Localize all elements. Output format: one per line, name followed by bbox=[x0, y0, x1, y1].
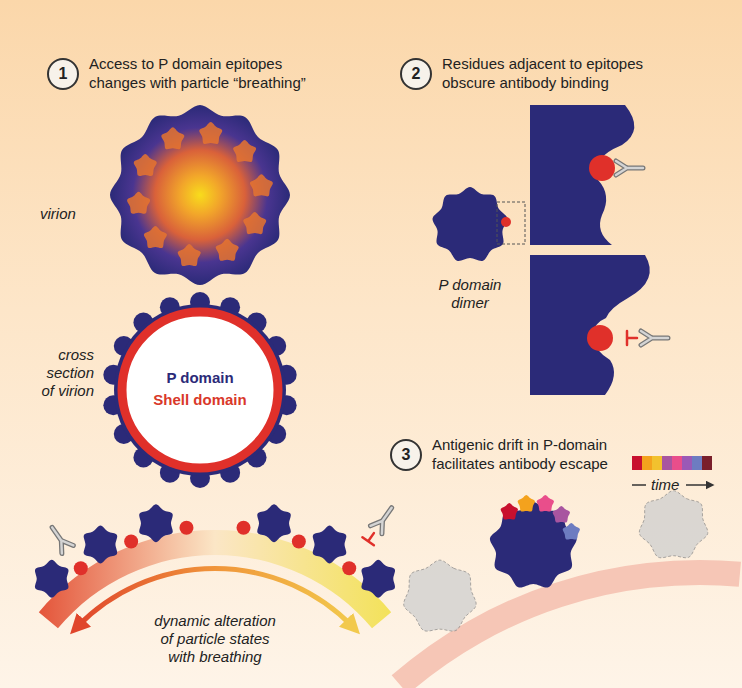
time-color-bar bbox=[632, 456, 712, 470]
p-domain-zoom bbox=[530, 255, 650, 395]
past-p-domain bbox=[639, 491, 708, 558]
step-title: Residues adjacent to epitopes obscure an… bbox=[442, 55, 667, 92]
epitope bbox=[124, 535, 138, 549]
past-p-domain bbox=[404, 560, 476, 631]
epitope bbox=[74, 561, 88, 575]
p-domain-patch bbox=[243, 212, 266, 234]
time-color-cell bbox=[632, 456, 642, 470]
drift-mutation bbox=[563, 523, 580, 540]
time-arrow-tail bbox=[632, 484, 646, 486]
drift-mutation bbox=[537, 495, 554, 512]
figure-label: dynamic alteration of particle states wi… bbox=[151, 612, 279, 666]
p-domain-dimer bbox=[257, 504, 291, 542]
current-p-domain bbox=[490, 495, 580, 588]
antibody-body bbox=[370, 504, 397, 534]
p-domain-dimer bbox=[313, 526, 347, 564]
figure-label: virion bbox=[40, 205, 76, 223]
step-title: Access to P domain epitopes changes with… bbox=[89, 55, 324, 92]
epitope bbox=[587, 325, 613, 351]
step-heading: 3 Antigenic drift in P-domain facilitates… bbox=[390, 436, 657, 473]
figure-label: cross section of virion bbox=[34, 346, 94, 400]
p-domain-dimer bbox=[84, 526, 118, 564]
inhibition-bar bbox=[627, 331, 637, 345]
time-color-cell bbox=[662, 456, 672, 470]
epitope bbox=[292, 535, 306, 549]
step-title: Antigenic drift in P-domain facilitates … bbox=[432, 436, 657, 473]
time-color-cell bbox=[672, 456, 682, 470]
p-domain-patch bbox=[161, 127, 184, 149]
p-domain-layer bbox=[114, 304, 286, 476]
time-color-cell bbox=[682, 456, 692, 470]
inhibition-bar bbox=[362, 529, 379, 545]
p-domain-dimer bbox=[139, 504, 173, 542]
cross-section bbox=[103, 292, 296, 488]
antibody-outline bbox=[370, 504, 397, 534]
p-domain-patch bbox=[127, 192, 150, 214]
drift-mutation bbox=[518, 495, 535, 512]
antibody-body bbox=[641, 331, 668, 345]
antibody-body bbox=[46, 523, 73, 553]
epitope bbox=[342, 561, 356, 575]
p-domain-patch bbox=[216, 239, 239, 261]
zoom-box bbox=[497, 202, 525, 244]
epitope bbox=[237, 521, 251, 535]
figure-label: P domain dimer bbox=[432, 276, 508, 312]
time-color-cell bbox=[702, 456, 712, 470]
antibody-outline bbox=[616, 161, 643, 175]
p-domain-patch bbox=[178, 244, 201, 266]
antibody-outline bbox=[46, 523, 73, 553]
domain-label: P domain bbox=[140, 369, 260, 387]
time-color-cell bbox=[692, 456, 702, 470]
antibody-symbol bbox=[46, 523, 73, 553]
step-number: 1 bbox=[47, 58, 79, 90]
time-color-cell bbox=[652, 456, 662, 470]
shell-domain-ring bbox=[122, 312, 278, 468]
antibody-symbol bbox=[362, 504, 397, 546]
antibody-symbol bbox=[627, 331, 668, 345]
time-color-cell bbox=[642, 456, 652, 470]
particle-band bbox=[392, 560, 741, 688]
p-domain-dimer bbox=[490, 502, 577, 588]
step-number: 2 bbox=[400, 58, 432, 90]
virion-surface bbox=[110, 105, 290, 285]
drift-mutation bbox=[553, 506, 570, 523]
antibody-outline bbox=[641, 331, 668, 345]
axis-label: time bbox=[651, 476, 679, 494]
antibody-body bbox=[616, 161, 643, 175]
drift-mutation bbox=[501, 503, 518, 520]
time-arrow bbox=[686, 484, 710, 486]
antibody-symbol bbox=[616, 161, 643, 175]
step-number: 3 bbox=[390, 439, 422, 471]
virion-illustration bbox=[110, 105, 290, 285]
step-heading: 2 Residues adjacent to epitopes obscure a… bbox=[400, 55, 667, 92]
epitope bbox=[501, 217, 511, 227]
p-domain-patch bbox=[250, 174, 273, 196]
breathing-particle bbox=[35, 504, 397, 629]
p-domain-patch bbox=[144, 226, 167, 248]
domain-label: Shell domain bbox=[140, 391, 260, 409]
p-domain-dimer bbox=[433, 187, 508, 261]
epitope bbox=[179, 521, 193, 535]
step-heading: 1 Access to P domain epitopes changes wit… bbox=[47, 55, 324, 92]
p-domain-dimer bbox=[35, 560, 69, 598]
p-domain-patch bbox=[199, 122, 222, 144]
p-domain-dimer bbox=[361, 560, 395, 598]
p-domain-patch bbox=[134, 154, 157, 176]
p-domain-patch bbox=[233, 140, 256, 162]
drift-particle bbox=[392, 491, 741, 688]
epitope bbox=[589, 155, 615, 181]
